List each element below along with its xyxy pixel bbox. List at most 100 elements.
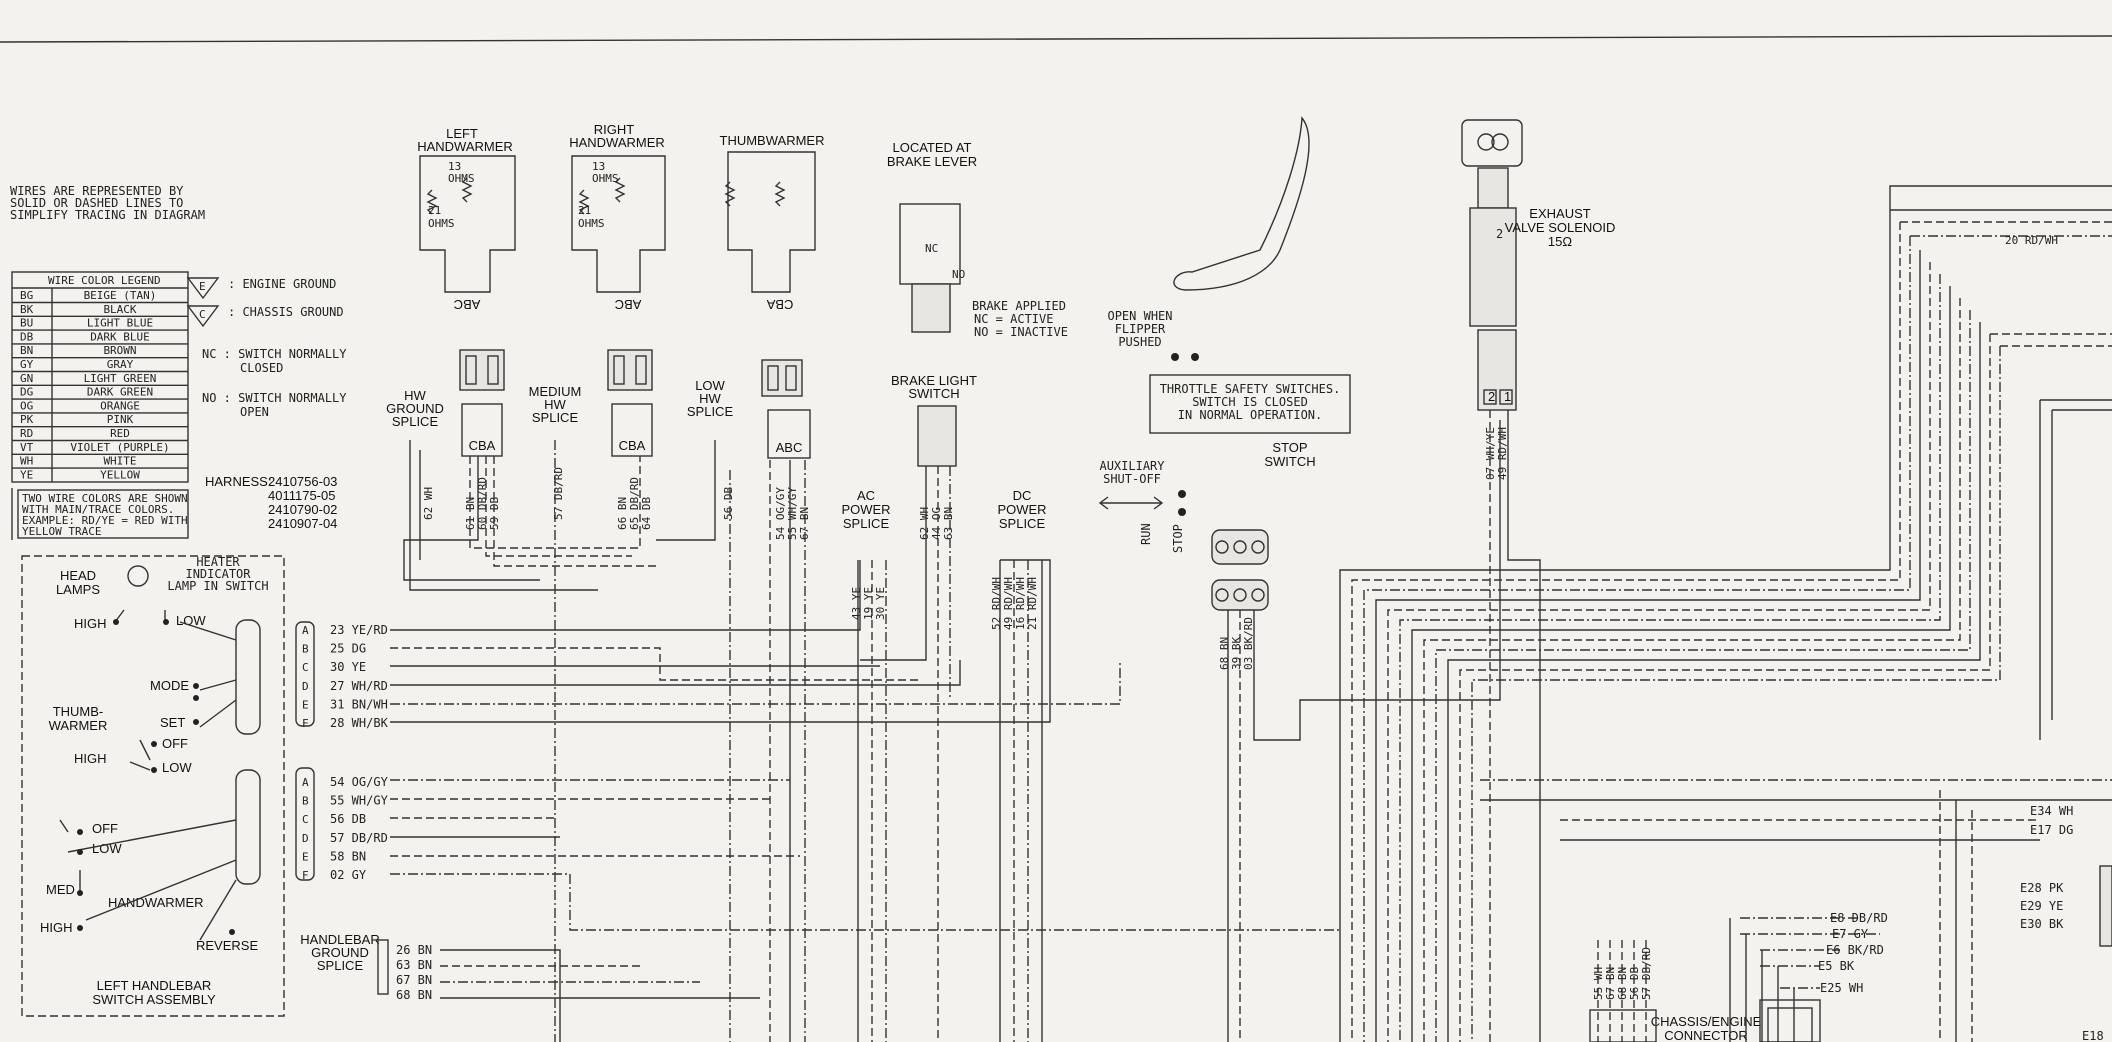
svg-text:SHUT-OFF: SHUT-OFF bbox=[1103, 472, 1161, 486]
legend-code: GN bbox=[20, 372, 33, 385]
connector-pin: B bbox=[302, 795, 309, 808]
legend-color-name: LIGHT BLUE bbox=[87, 317, 153, 330]
svg-text:HANDWARMER: HANDWARMER bbox=[569, 135, 665, 150]
svg-text:SPLICE: SPLICE bbox=[843, 516, 890, 531]
connector-pin: C bbox=[302, 661, 309, 674]
right-wire-label: E30 BK bbox=[2020, 917, 2064, 931]
svg-text:WIRES ARE REPRESENTED BY: WIRES ARE REPRESENTED BY bbox=[10, 184, 184, 198]
ground-wire-label: 68 BN bbox=[396, 988, 432, 1002]
vertical-wire-label: 59 DB bbox=[488, 497, 501, 530]
svg-text:2: 2 bbox=[1488, 389, 1495, 404]
right-handwarmer: RIGHT HANDWARMER 13 OHMS 21 OHMS ABC CBA bbox=[569, 122, 666, 457]
chassis-wire-label: E25 WH bbox=[1820, 981, 1863, 995]
svg-text:STOP: STOP bbox=[1272, 440, 1307, 455]
connector-abc bbox=[767, 409, 811, 459]
vertical-wire-label: 03 BK/RD bbox=[1242, 617, 1255, 670]
svg-text:SPLICE: SPLICE bbox=[532, 410, 579, 425]
right-wire-label: E18 bbox=[2082, 1029, 2104, 1042]
chassis-vertical-label: 55 WH bbox=[1592, 967, 1605, 1000]
right-wire-label: E29 YE bbox=[2020, 899, 2063, 913]
harness-numbers: HARNESS: 2410756-03 4011175-05 2410790-0… bbox=[205, 474, 337, 531]
indicator-lamp-icon bbox=[127, 565, 149, 587]
wire-runs bbox=[390, 185, 2112, 1042]
svg-text:C: C bbox=[199, 308, 206, 321]
svg-text:NC: NC bbox=[925, 242, 938, 255]
svg-text:CHASSIS/ENGINE: CHASSIS/ENGINE bbox=[1651, 1014, 1762, 1029]
connector-pin: D bbox=[302, 832, 309, 845]
legend-color-name: YELLOW bbox=[100, 468, 140, 481]
ground-symbols-legend: E : ENGINE GROUND C : CHASSIS GROUND NC … bbox=[186, 277, 347, 419]
connector-plug bbox=[917, 405, 957, 467]
svg-text:GROUND: GROUND bbox=[311, 945, 369, 960]
svg-text:LOW: LOW bbox=[162, 760, 192, 775]
vertical-wire-label: 63 BN bbox=[942, 507, 955, 540]
legend-color-name: WHITE bbox=[103, 455, 136, 468]
svg-text:CONNECTOR: CONNECTOR bbox=[1664, 1028, 1748, 1042]
connector-cba bbox=[611, 403, 653, 457]
svg-text:SWITCH: SWITCH bbox=[908, 386, 959, 401]
svg-text:HW: HW bbox=[699, 391, 721, 406]
svg-text:OPEN WHEN: OPEN WHEN bbox=[1107, 309, 1172, 323]
svg-text:THROTTLE SAFETY SWITCHES.: THROTTLE SAFETY SWITCHES. bbox=[1160, 382, 1341, 396]
resistor-icon bbox=[774, 181, 786, 207]
svg-text:HARNESS:: HARNESS: bbox=[205, 474, 271, 489]
left-handlebar-switch-assembly: HEAD LAMPS HEATER INDICATOR LAMP IN SWIT… bbox=[21, 555, 285, 1017]
legend-code: WH bbox=[20, 455, 33, 468]
svg-text:POWER: POWER bbox=[841, 502, 890, 517]
svg-text:EXHAUST: EXHAUST bbox=[1529, 206, 1590, 221]
svg-text:FLIPPER: FLIPPER bbox=[1115, 322, 1166, 336]
throttle-safety-switch: OPEN WHEN FLIPPER PUSHED THROTTLE SAFETY… bbox=[1098, 116, 1351, 611]
legend-code: GY bbox=[20, 358, 34, 371]
legend-title: WIRE COLOR LEGEND bbox=[48, 274, 161, 287]
legend-color-name: PINK bbox=[107, 413, 134, 426]
svg-text:E: E bbox=[199, 280, 206, 293]
legend-code: DG bbox=[20, 386, 33, 399]
svg-text:1: 1 bbox=[1504, 389, 1511, 404]
svg-text:HANDWARMER: HANDWARMER bbox=[417, 139, 513, 154]
chassis-wire-label: E7 GY bbox=[1832, 927, 1869, 941]
connector-pin: A bbox=[302, 624, 309, 637]
svg-text:VALVE SOLENOID: VALVE SOLENOID bbox=[1505, 220, 1616, 235]
vertical-wire-label: 66 BN bbox=[616, 497, 629, 530]
connector-wire-label: 25 DG bbox=[330, 642, 366, 656]
legend-code: YE bbox=[20, 468, 33, 481]
svg-text:HEAD: HEAD bbox=[60, 568, 96, 583]
vertical-wire-label: 49 RD/WH bbox=[1496, 427, 1509, 480]
connector-wire-label: 58 BN bbox=[330, 849, 366, 863]
switch-body bbox=[235, 619, 261, 735]
svg-text:HEATER: HEATER bbox=[196, 555, 240, 569]
svg-text:CBA: CBA bbox=[766, 297, 793, 312]
ground-wire-label: 63 BN bbox=[396, 958, 432, 972]
right-wire-label: E34 WH bbox=[2030, 804, 2073, 818]
connector-pin: F bbox=[302, 717, 309, 730]
svg-text:BRAKE LEVER: BRAKE LEVER bbox=[887, 154, 977, 169]
connector-pin: F bbox=[302, 869, 309, 882]
svg-text:INDICATOR: INDICATOR bbox=[185, 567, 251, 581]
svg-text:OFF: OFF bbox=[92, 821, 118, 836]
vertical-wire-label: 55 WH/GY bbox=[786, 487, 799, 540]
svg-text:NO: NO bbox=[952, 268, 965, 281]
switch-body bbox=[235, 769, 261, 885]
svg-text:MED: MED bbox=[46, 882, 75, 897]
svg-text:RIGHT: RIGHT bbox=[594, 122, 635, 137]
legend-color-name: RED bbox=[110, 427, 130, 440]
svg-text:DC: DC bbox=[1013, 488, 1032, 503]
svg-text:SOLID OR DASHED LINES TO: SOLID OR DASHED LINES TO bbox=[10, 196, 183, 210]
legend-color-name: DARK BLUE bbox=[90, 330, 150, 343]
connector-pin: E bbox=[302, 698, 309, 711]
connector-wire-label: 28 WH/BK bbox=[330, 716, 389, 730]
svg-text:21: 21 bbox=[428, 204, 441, 217]
svg-text:OFF: OFF bbox=[162, 736, 188, 751]
connector-plug bbox=[911, 283, 951, 333]
legend-code: BK bbox=[20, 303, 34, 316]
legend-color-name: BLACK bbox=[103, 303, 136, 316]
svg-text:ABC: ABC bbox=[615, 297, 642, 312]
vertical-wire-label: 44 OG bbox=[930, 507, 943, 540]
resistor-icon bbox=[614, 177, 626, 203]
svg-text:SPLICE: SPLICE bbox=[392, 414, 439, 429]
svg-text:LEFT HANDLEBAR: LEFT HANDLEBAR bbox=[97, 978, 212, 993]
svg-text:LEFT: LEFT bbox=[446, 126, 478, 141]
legend-code: BN bbox=[20, 344, 33, 357]
